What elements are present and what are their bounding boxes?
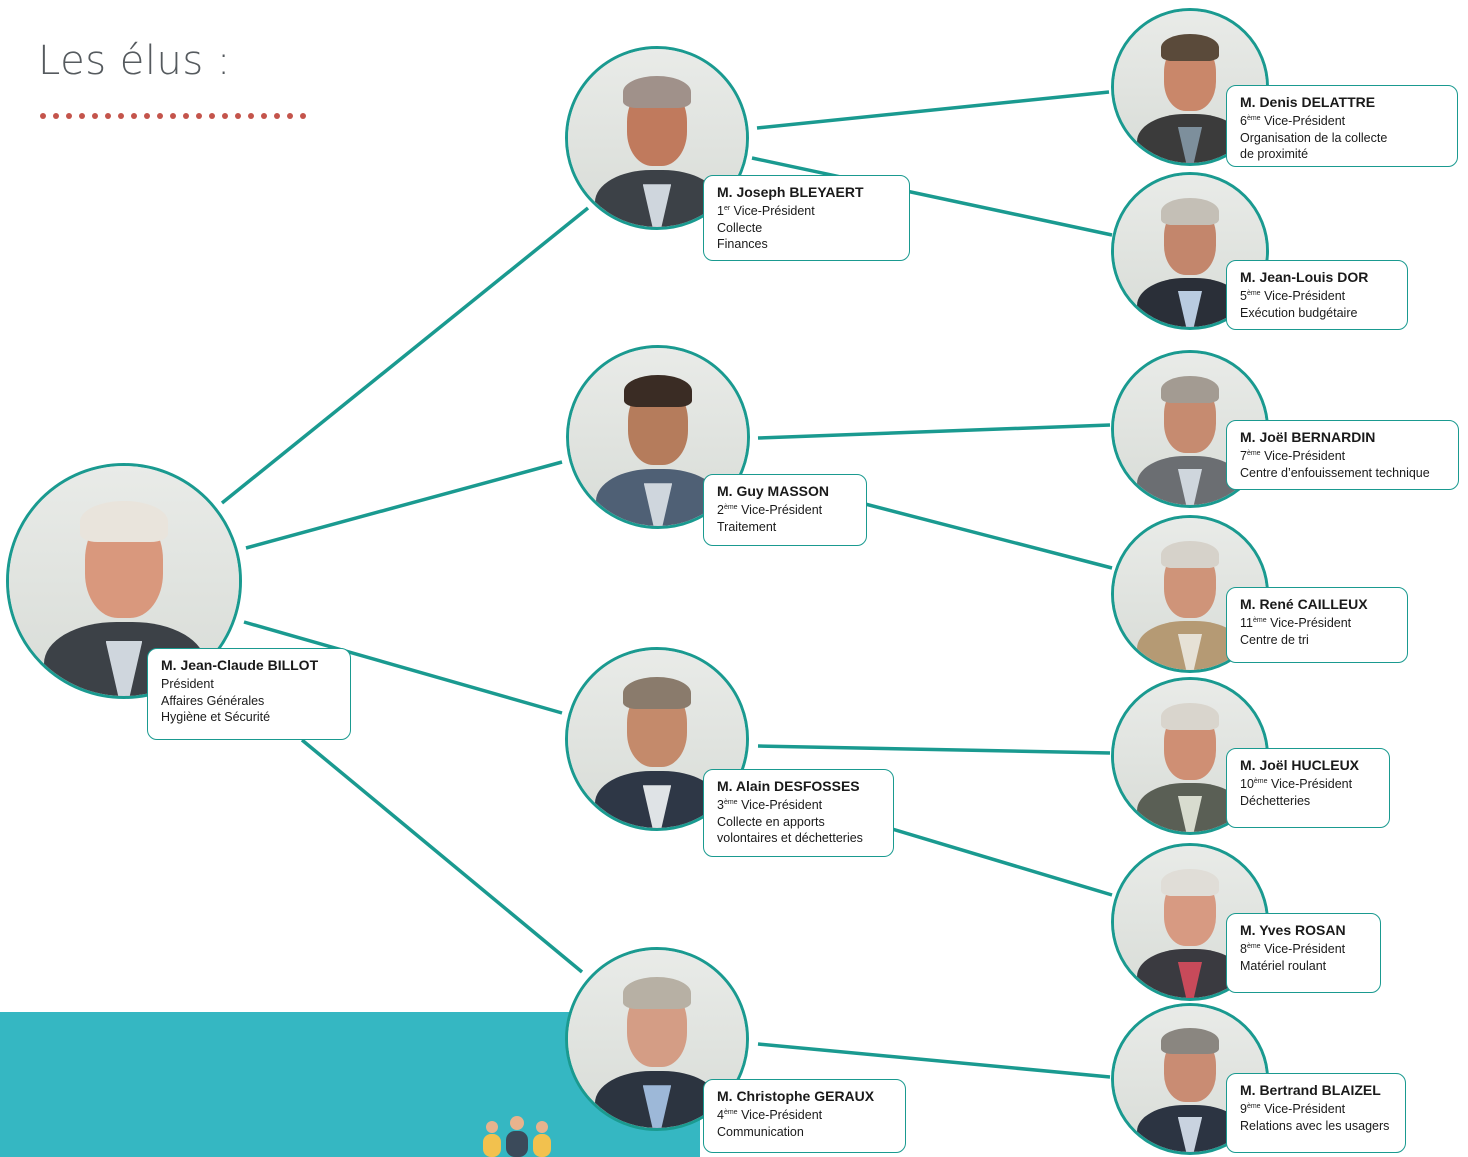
person-name: M. Jean-Louis DOR: [1240, 269, 1369, 285]
person-card: M. Joël HUCLEUX 10ème Vice-Président Déc…: [1226, 748, 1390, 828]
person-role: Président: [161, 676, 214, 691]
vp-rank: 9: [1240, 1101, 1247, 1116]
vp-rank-suffix: ème: [1246, 449, 1261, 457]
person-duty: Matériel roulant: [1240, 958, 1327, 973]
person-role: Vice-Président: [1264, 113, 1346, 128]
person-duty: Communication: [717, 1124, 804, 1139]
person-role: Vice-Président: [741, 502, 823, 517]
vp-rank: 3: [717, 797, 724, 812]
person-card: M. Joël BERNARDIN 7ème Vice-Président Ce…: [1226, 420, 1459, 490]
vp-rank-suffix: ème: [1253, 777, 1268, 785]
person-duty: volontaires et déchetteries: [717, 831, 863, 846]
person-role: Vice-Président: [733, 203, 815, 218]
person-name: M. Joël HUCLEUX: [1240, 757, 1360, 773]
portrait-photo: [565, 647, 749, 831]
person-card: M. Jean-Louis DOR 5ème Vice-Président Ex…: [1226, 260, 1408, 330]
link-vp2-vp11: [841, 496, 1113, 570]
person-duty: Déchetteries: [1240, 793, 1311, 808]
vp-rank-suffix: ème: [1252, 616, 1267, 624]
vp-rank: 5: [1240, 288, 1247, 303]
vp-rank-suffix: ème: [723, 798, 738, 806]
vp-rank-suffix: ème: [1246, 289, 1261, 297]
person-name: M. Alain DESFOSSES: [717, 778, 860, 794]
person-name: M. Jean-Claude BILLOT: [161, 657, 319, 673]
person-role: Vice-Président: [1270, 615, 1352, 630]
person-role: Vice-Président: [1271, 776, 1353, 791]
link-vp4-vp9: [757, 1042, 1111, 1079]
vp-rank: 11: [1240, 615, 1253, 630]
person-card: M. René CAILLEUX 11ème Vice-Président Ce…: [1226, 587, 1408, 663]
link-vp3-vp8: [881, 824, 1113, 897]
vp-rank-suffix: ème: [723, 1108, 738, 1116]
link-president-vp4: [300, 738, 584, 974]
vp-rank: 4: [717, 1107, 724, 1122]
person-card: M. Guy MASSON 2ème Vice-Président Traite…: [703, 474, 867, 546]
vp-rank: 2: [717, 502, 724, 517]
vp-rank-suffix: ème: [723, 503, 738, 511]
person-role: Vice-Président: [741, 1107, 823, 1122]
people-group-icon: [483, 1116, 551, 1157]
link-vp1-vp5: [751, 156, 1113, 237]
person-duty: Collecte en apports: [717, 814, 825, 829]
person-duty: Centre d’enfouissement technique: [1240, 465, 1430, 480]
page-title: Les élus :: [38, 38, 231, 84]
person-card: M. Bertrand BLAIZEL 9ème Vice-Président …: [1226, 1073, 1406, 1153]
person-role: Vice-Président: [1264, 1101, 1346, 1116]
person-duty: Exécution budgétaire: [1240, 305, 1358, 320]
person-card: M. Christophe GERAUX 4ème Vice-Président…: [703, 1079, 906, 1153]
vp-rank-suffix: ème: [1246, 942, 1261, 950]
person-name: M. Bertrand BLAIZEL: [1240, 1082, 1381, 1098]
person-card: M. Jean-Claude BILLOT Président Affaires…: [147, 648, 351, 740]
person-name: M. René CAILLEUX: [1240, 596, 1368, 612]
person-card: M. Alain DESFOSSES 3ème Vice-Président C…: [703, 769, 894, 857]
vp-rank: 10: [1240, 776, 1254, 791]
person-role: Vice-Président: [1264, 288, 1346, 303]
link-vp1-vp6: [756, 90, 1110, 130]
vp-rank: 1: [717, 203, 724, 218]
link-president-vp3: [243, 620, 563, 715]
person-card: M. Yves ROSAN 8ème Vice-Président Matéri…: [1226, 913, 1381, 993]
person-name: M. Denis DELATTRE: [1240, 94, 1376, 110]
person-duty: Affaires Générales: [161, 693, 265, 708]
person-card: M. Joseph BLEYAERT 1er Vice-Président Co…: [703, 175, 910, 261]
person-card: M. Denis DELATTRE 6ème Vice-Président Or…: [1226, 85, 1458, 167]
person-name: M. Joël BERNARDIN: [1240, 429, 1376, 445]
person-duty: Hygiène et Sécurité: [161, 710, 271, 725]
person-role: Vice-Président: [1264, 941, 1346, 956]
person-duty: de proximité: [1240, 147, 1309, 162]
person-name: M. Christophe GERAUX: [717, 1088, 875, 1104]
vp-rank-suffix: ème: [1246, 1102, 1261, 1110]
link-vp3-vp10: [757, 744, 1111, 755]
person-name: M. Yves ROSAN: [1240, 922, 1346, 938]
vp-rank: 8: [1240, 941, 1247, 956]
person-duty: Relations avec les usagers: [1240, 1118, 1390, 1133]
person-role: Vice-Président: [1264, 448, 1346, 463]
portrait-photo: [565, 46, 749, 230]
person-duty: Organisation de la collecte: [1240, 130, 1388, 145]
link-vp2-vp7: [757, 423, 1111, 440]
vp-rank: 6: [1240, 113, 1247, 128]
person-duty: Collecte: [717, 220, 763, 235]
person-duty: Traitement: [717, 519, 777, 534]
link-president-vp2: [245, 460, 563, 550]
person-name: M. Joseph BLEYAERT: [717, 184, 864, 200]
vp-rank: 7: [1240, 448, 1247, 463]
person-name: M. Guy MASSON: [717, 483, 830, 499]
vp-rank-suffix: ème: [1246, 114, 1261, 122]
link-president-vp1: [220, 206, 590, 505]
person-duty: Centre de tri: [1240, 632, 1309, 647]
vp-rank-suffix: er: [723, 204, 731, 212]
title-dotted-underline: [40, 113, 306, 119]
person-role: Vice-Président: [741, 797, 823, 812]
person-duty: Finances: [717, 237, 768, 252]
